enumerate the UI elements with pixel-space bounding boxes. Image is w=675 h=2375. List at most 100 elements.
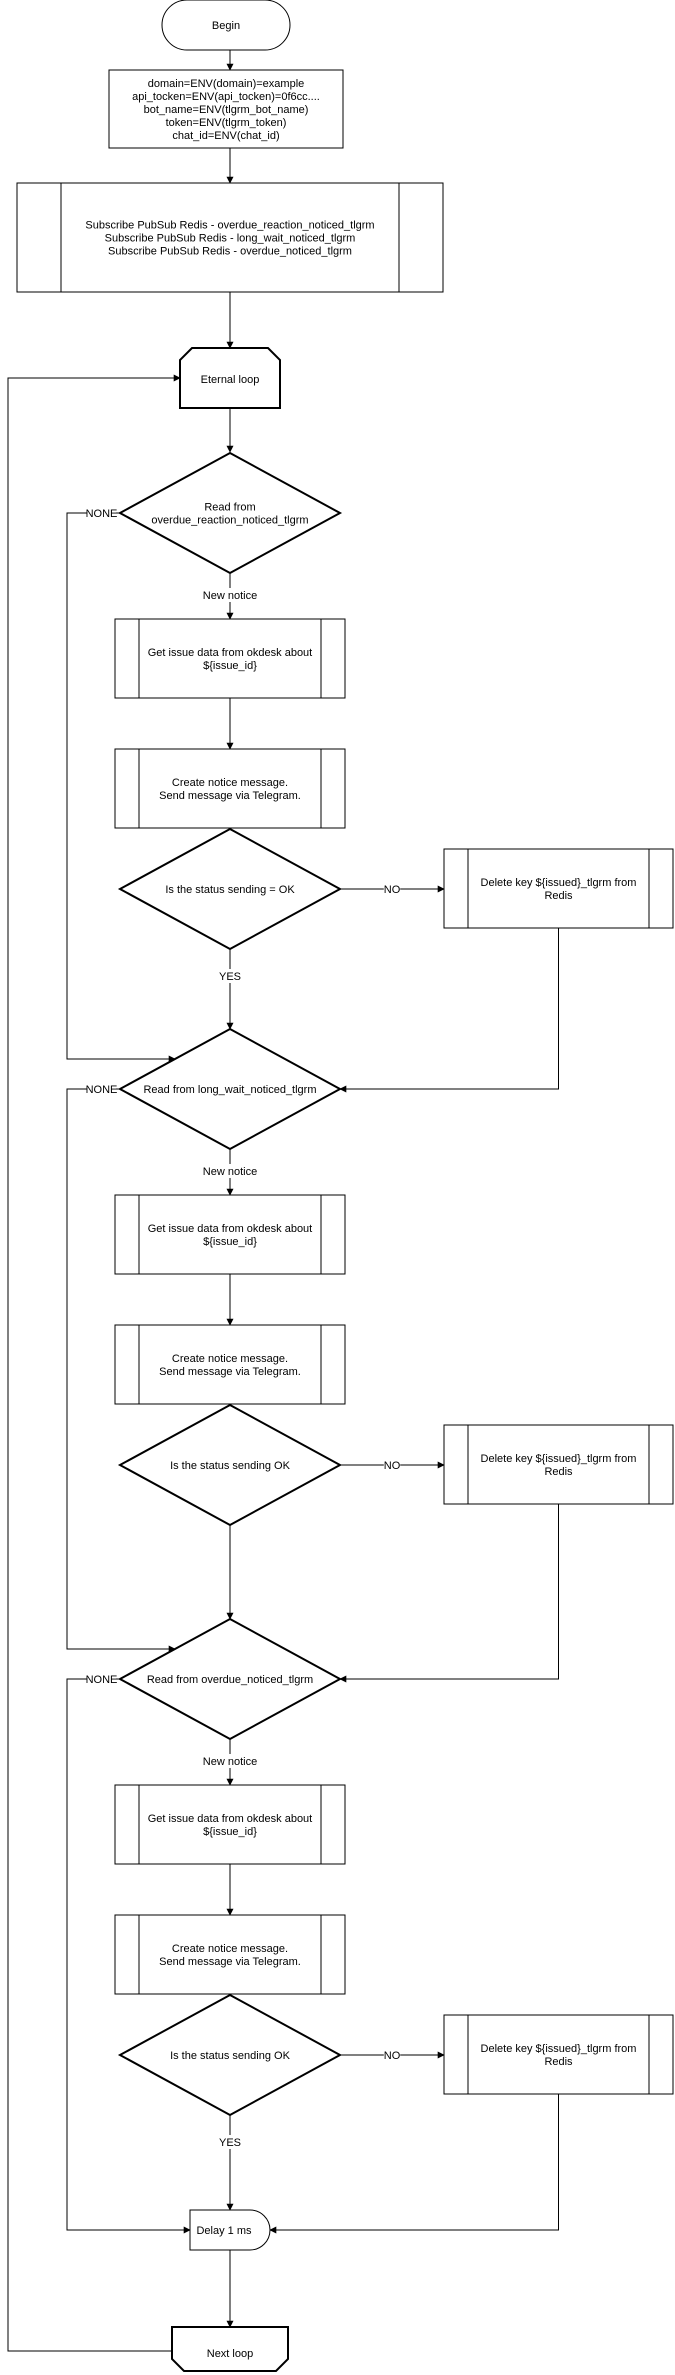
section-3-read-decision-label-line: Read from overdue_noticed_tlgrm [147,1674,313,1686]
section-3-status-decision-label: Is the status sending OK [170,2050,291,2062]
label-s1-yes: YES [218,969,242,983]
subscribe-subprocess-label-line: Subscribe PubSub Redis - long_wait_notic… [105,232,356,244]
section-3-create-message: Create notice message.Send message via T… [114,1914,346,1995]
edge-loop-back [7,374,181,2352]
label-s1-new-notice-bg [197,588,263,602]
delay-node: Delay 1 ms [189,2209,271,2251]
section-3-get-issue-label-line: ${issue_id} [203,1826,257,1838]
label-s2-none: NONE [86,1082,118,1096]
label-s1-no: NO [384,882,401,896]
label-s1-new-notice-text: New notice [203,590,257,602]
section-3-read-decision-label: Read from overdue_noticed_tlgrm [147,1674,313,1686]
section-1-create-message-label-line: Send message via Telegram. [159,790,301,802]
section-1-status-decision-label-line: Is the status sending = OK [165,884,295,896]
section-1-get-issue: Get issue data from okdesk about${issue_… [114,618,346,699]
section-2-create-message-label-line: Send message via Telegram. [159,1366,301,1378]
section-3-create-message-shape [114,1914,346,1995]
section-2-read-decision-label: Read from long_wait_noticed_tlgrm [143,1084,316,1096]
section-1-delete-key-label-line: Delete key ${issued}_tlgrm from [481,877,637,889]
section-3-delete-key-label-line: Redis [544,2056,573,2068]
section-1-delete-key-shape [443,848,674,929]
label-s1-no-text: NO [384,884,401,896]
label-s3-yes: YES [218,2135,242,2149]
section-1-create-message-label: Create notice message.Send message via T… [159,777,301,802]
label-s2-none-text: NONE [86,1084,118,1096]
eternal-loop-shape [179,347,281,409]
section-1-status-decision-label: Is the status sending = OK [165,884,295,896]
env-process-label-line: token=ENV(tlgrm_token) [166,117,287,129]
env-process-label-line: domain=ENV(domain)=example [148,78,305,90]
section-2-create-message-label: Create notice message.Send message via T… [159,1353,301,1378]
label-s2-no-bg [383,1458,401,1472]
section-1-get-issue-label: Get issue data from okdesk about${issue_… [148,647,312,672]
edge-s2-delete-next [339,1504,559,1683]
next-loop: Next loop [171,2326,289,2372]
env-process-label-line: bot_name=ENV(tlgrm_bot_name) [144,104,309,116]
section-1-create-message-label-line: Create notice message. [172,777,288,789]
section-3-read-decision: Read from overdue_noticed_tlgrm [117,1617,343,1741]
section-3-delete-key-shape [443,2014,674,2095]
section-2-read-decision-label-line: Read from long_wait_noticed_tlgrm [143,1084,316,1096]
label-s1-no-bg [383,882,401,896]
label-s3-none-bg [87,1672,116,1686]
label-s1-none: NONE [86,506,117,520]
label-s2-none-bg [87,1082,116,1096]
section-2-read-decision: Read from long_wait_noticed_tlgrm [117,1027,343,1151]
edge-s3-delete-next [269,2094,559,2234]
section-2-create-message-label-line: Create notice message. [172,1353,288,1365]
label-s1-new-notice: New notice [197,588,263,602]
section-1-get-issue-label-line: Get issue data from okdesk about [148,647,312,659]
section-2-create-message: Create notice message.Send message via T… [114,1324,346,1405]
section-1-read-decision-label-line: overdue_reaction_noticed_tlgrm [151,514,308,526]
label-s2-no-text: NO [384,1460,401,1472]
label-s3-no: NO [384,2048,401,2062]
section-3-read-decision-shape [117,1617,343,1741]
label-s3-none-text: NONE [86,1674,118,1686]
section-1-get-issue-shape [114,618,346,699]
section-3-get-issue: Get issue data from okdesk about${issue_… [114,1784,346,1865]
eternal-loop-label: Eternal loop [201,374,260,386]
label-s3-no-text: NO [384,2050,401,2062]
section-3-status-decision: Is the status sending OK [117,1993,343,2117]
section-3-get-issue-label-line: Get issue data from okdesk about [148,1813,312,1825]
section-2-delete-key-label-line: Delete key ${issued}_tlgrm from [481,1453,637,1465]
env-process-label-line: chat_id=ENV(chat_id) [172,130,279,142]
delay-node-label: Delay 1 ms [196,2225,252,2237]
section-2-create-message-shape [114,1324,346,1405]
subscribe-subprocess-label-line: Subscribe PubSub Redis - overdue_reactio… [85,219,374,231]
label-s3-none: NONE [86,1672,118,1686]
section-1-read-decision-label-line: Read from [204,501,255,513]
begin-terminator: Begin [161,0,291,51]
label-s3-yes-text: YES [219,2137,241,2149]
section-1-create-message: Create notice message.Send message via T… [114,748,346,829]
env-process-shape [108,69,344,149]
label-s2-new-notice-bg [197,1164,263,1178]
section-2-status-decision-label-line: Is the status sending OK [170,1460,291,1472]
subscribe-subprocess-label-line: Subscribe PubSub Redis - overdue_noticed… [108,245,352,257]
section-3-create-message-label-line: Create notice message. [172,1943,288,1955]
label-s2-new-notice-text: New notice [203,1166,257,1178]
section-2-get-issue: Get issue data from okdesk about${issue_… [114,1194,346,1275]
label-s1-none-bg [87,506,116,520]
section-3-delete-key-label-line: Delete key ${issued}_tlgrm from [481,2043,637,2055]
begin-terminator-label: Begin [212,20,240,32]
eternal-loop: Eternal loop [179,347,281,409]
section-2-get-issue-shape [114,1194,346,1275]
env-process-label-line: api_tocken=ENV(api_tocken)=0f6cc.... [132,91,320,103]
label-s3-yes-bg [218,2135,242,2149]
next-loop-label: Next loop [207,2348,253,2360]
label-s1-yes-text: YES [219,971,241,983]
section-1-get-issue-label-line: ${issue_id} [203,660,257,672]
section-1-delete-key-label-line: Redis [544,890,573,902]
section-2-status-decision-shape [117,1403,343,1527]
section-3-status-decision-shape [117,1993,343,2117]
subscribe-subprocess: Subscribe PubSub Redis - overdue_reactio… [16,182,444,293]
